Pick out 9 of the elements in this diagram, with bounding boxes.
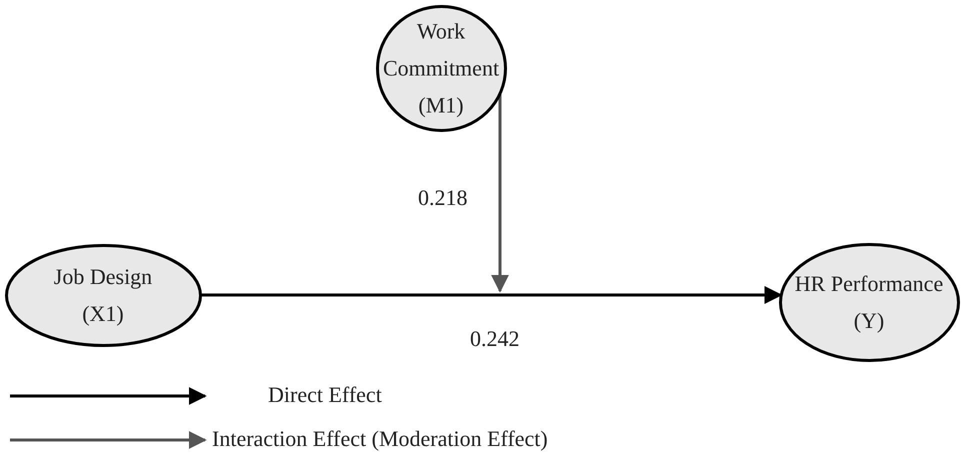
ellipse-node	[4, 244, 202, 346]
legend-label: Interaction Effect (Moderation Effect)	[212, 426, 548, 452]
node-label: Work Commitment (M1)	[382, 18, 500, 120]
ellipse-node	[778, 242, 960, 362]
arrow	[491, 92, 509, 293]
ellipse-node	[376, 4, 506, 132]
legend-label: Direct Effect	[268, 382, 382, 408]
node-label: Job Design (X1)	[52, 263, 154, 328]
node-label: HR Performance (Y)	[794, 270, 944, 335]
